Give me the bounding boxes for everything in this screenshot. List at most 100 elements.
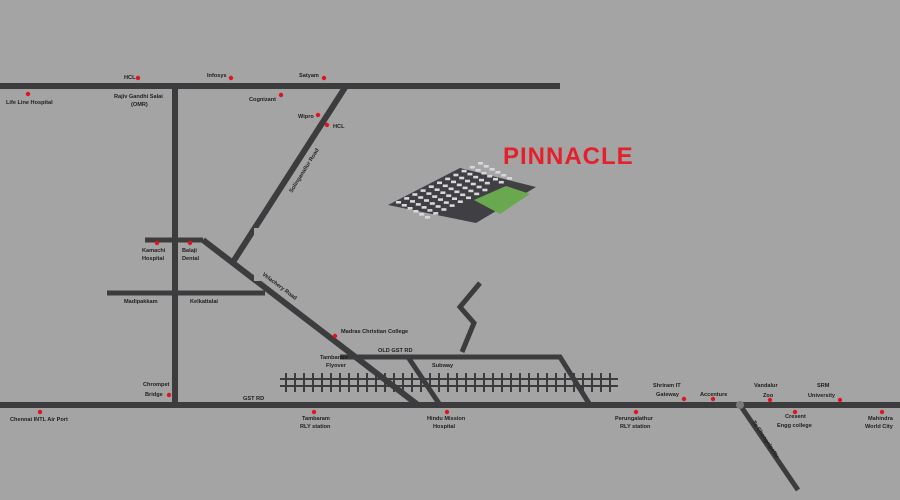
building-block — [438, 198, 443, 201]
building-block — [429, 202, 435, 205]
balaji-label-2: Dental — [182, 256, 200, 262]
building-block — [443, 201, 449, 204]
perungalathur-label-2: RLY station — [620, 424, 651, 430]
building-block — [426, 192, 432, 195]
cognizant-label: Cognizant — [249, 97, 276, 103]
building-block — [396, 201, 401, 204]
shriram-label-2: Gateway — [656, 392, 680, 398]
mahindra-label-2: World City — [865, 424, 894, 430]
building-block — [454, 190, 460, 194]
building-block — [476, 185, 482, 189]
building-block — [507, 177, 512, 180]
infosys-marker — [228, 75, 234, 81]
building-block — [427, 209, 433, 212]
shriram-label-1: Shriram IT — [653, 383, 681, 389]
building-block — [493, 177, 498, 181]
project-buildings — [396, 162, 512, 219]
building-block — [470, 182, 476, 186]
cresent-label-1: Cresent — [785, 414, 806, 420]
rail-ties — [285, 373, 611, 392]
building-block — [442, 184, 448, 188]
rajiv-gandhi-label: Rajiv Gandhi Salai — [114, 94, 163, 100]
building-block — [498, 180, 504, 184]
kamachi-marker — [154, 240, 160, 246]
building-block — [418, 196, 424, 199]
building-block — [446, 194, 452, 197]
airport-marker — [37, 409, 43, 415]
building-block — [445, 177, 451, 181]
building-block — [435, 205, 441, 208]
life-line-marker — [25, 91, 31, 97]
building-block — [456, 183, 462, 187]
shriram-marker — [681, 396, 687, 402]
hcl-mid-label: HCL — [333, 124, 345, 130]
life-line-label: Life Line Hospital — [6, 100, 53, 106]
vandalur-label-2: Zoo — [763, 393, 774, 399]
perungalathur-label-1: Perungalathur — [615, 416, 654, 422]
hcl-top-label: HCL — [124, 75, 136, 81]
junction-marker — [736, 401, 744, 409]
chengalpattu-road-label: To Chengalpattu — [750, 420, 780, 460]
satyam-marker — [321, 75, 327, 81]
hcl-top-marker — [135, 75, 141, 81]
accenture-marker — [710, 396, 716, 402]
hcl-mid-marker — [324, 122, 330, 128]
building-block — [434, 188, 440, 191]
kamachi-label-1: Kamachi — [142, 248, 166, 254]
infosys-label: Infosys — [207, 73, 227, 79]
srm-label-1: SRM — [817, 383, 830, 389]
balaji-label-1: Balaji — [182, 248, 197, 254]
building-block — [489, 168, 495, 171]
chengalpattu-road — [737, 403, 801, 492]
landmark-markers — [25, 75, 885, 415]
building-block — [478, 162, 483, 165]
project-render — [254, 162, 536, 281]
building-block — [465, 179, 470, 183]
building-block — [449, 204, 455, 207]
chrompet-label-2: Bridge — [145, 392, 163, 398]
omr-label: (OMR) — [131, 102, 148, 108]
landmark-labels: HCL Infosys Satyam Life Line Hospital Ra… — [6, 73, 894, 430]
building-block — [482, 188, 488, 192]
subway-label: Subway — [432, 363, 454, 369]
kamachi-label-2: Hospital — [142, 256, 165, 262]
building-block — [484, 181, 490, 185]
mahindra-marker — [879, 409, 885, 415]
vandalur-label-1: Vandalur — [754, 383, 778, 389]
building-block — [459, 176, 465, 180]
mcc-label: Madras Christian College — [341, 329, 408, 335]
building-block — [433, 212, 439, 215]
perungalathur-marker — [633, 409, 639, 415]
building-block — [425, 216, 430, 219]
building-block — [461, 169, 467, 173]
building-block — [468, 189, 474, 193]
tambaram-rly-label-1: Tambaram — [302, 416, 330, 422]
srm-marker — [837, 397, 843, 403]
accenture-label: Accenture — [700, 392, 727, 398]
building-block — [404, 197, 410, 200]
building-block — [475, 168, 481, 172]
project-greenery — [474, 186, 530, 214]
airport-label: Chennai INTL Air Port — [10, 417, 68, 423]
project-title: PINNACLE — [503, 143, 634, 170]
building-block — [407, 207, 413, 210]
wipro-label: Wipro — [298, 114, 314, 120]
hindu-mission-label-1: Hindu Mission — [427, 416, 466, 422]
building-block — [462, 186, 468, 190]
building-block — [460, 193, 466, 197]
building-block — [452, 197, 457, 200]
building-block — [495, 171, 501, 174]
building-block — [479, 178, 484, 182]
velachery-road — [201, 237, 420, 408]
building-block — [428, 185, 434, 188]
building-block — [420, 189, 426, 192]
building-block — [413, 210, 419, 213]
mahindra-label-1: Mahindra — [868, 416, 894, 422]
chrompet-label-1: Chrompet — [143, 382, 170, 388]
building-block — [410, 200, 415, 203]
building-block — [466, 196, 471, 200]
srm-label-2: University — [808, 393, 836, 399]
hindu-mission-marker — [444, 409, 450, 415]
building-block — [469, 165, 475, 169]
